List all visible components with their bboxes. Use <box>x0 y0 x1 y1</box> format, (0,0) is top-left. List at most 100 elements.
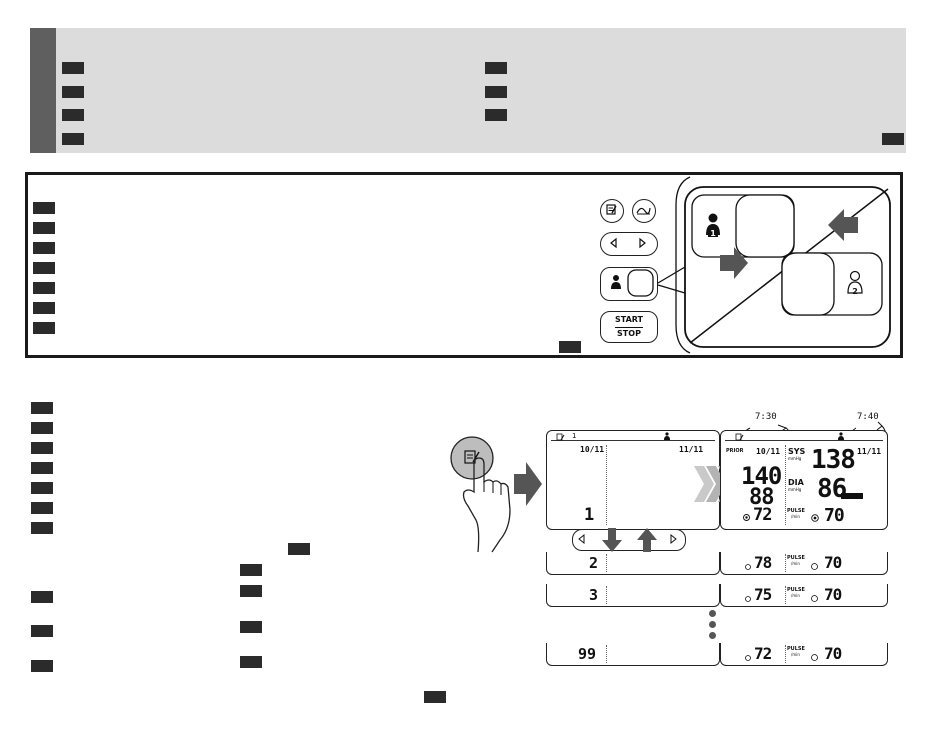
label-block <box>424 691 446 703</box>
sys-value: 138 <box>811 445 856 475</box>
pulse-label: PULSE <box>787 587 805 593</box>
continuation-dot <box>709 632 716 639</box>
left-right-button[interactable] <box>572 529 686 551</box>
label-block <box>33 322 55 334</box>
record-row-2: 2 <box>546 552 720 575</box>
pulse-label: PULSE <box>787 508 805 514</box>
right-arrow-icon <box>639 237 646 249</box>
record-row-3: 3 <box>546 584 720 607</box>
panel-side-bar <box>30 28 56 153</box>
graph-icon <box>636 207 651 215</box>
date-right: 11/11 <box>679 445 704 454</box>
left-arrow-icon <box>578 533 585 545</box>
label-block <box>240 564 262 576</box>
label-block <box>240 656 262 668</box>
label-block <box>62 133 84 145</box>
arrow-right-icon <box>720 247 748 279</box>
heart-icon <box>811 595 818 602</box>
user-1-icon <box>611 275 621 289</box>
label-block <box>31 422 53 434</box>
user-1-icon: 1 <box>706 213 720 238</box>
label-block <box>31 482 53 494</box>
record-detail-row-99: 72 PULSE /min 70 <box>720 643 888 666</box>
pulse-label: PULSE <box>787 646 805 652</box>
right-arrow-icon <box>670 533 677 545</box>
record-row-99: 99 <box>546 643 720 666</box>
record-number: 1 <box>584 505 595 525</box>
pulse-value: 70 <box>824 505 845 526</box>
heart-icon <box>743 514 750 521</box>
label-block <box>31 402 53 414</box>
label-block <box>33 282 55 294</box>
time-left: 7:30 <box>755 412 777 422</box>
memory-button[interactable] <box>600 199 624 223</box>
record-number: 99 <box>578 645 597 663</box>
svg-text:1: 1 <box>710 229 716 238</box>
label-block <box>485 62 507 74</box>
heart-icon <box>745 596 751 602</box>
label-block <box>288 543 310 555</box>
top-info-panel <box>30 28 906 153</box>
time-right: 7:40 <box>857 412 879 422</box>
prior-pulse-value: 72 <box>754 644 772 663</box>
memory-icon <box>556 433 565 441</box>
pulse-unit: /min <box>791 652 800 657</box>
pulse-unit: /min <box>791 514 800 519</box>
left-right-button[interactable] <box>600 232 658 256</box>
start-label: START <box>614 315 644 324</box>
continuation-dot <box>709 610 716 617</box>
label-block <box>882 133 904 145</box>
prior-dia-value: 88 <box>749 485 774 510</box>
label-block <box>31 591 53 603</box>
label-block <box>240 585 262 597</box>
dia-label: DIA <box>788 478 804 487</box>
date-right: 11/11 <box>857 447 882 456</box>
graph-button[interactable] <box>632 199 656 223</box>
user-select-switch[interactable] <box>600 267 658 301</box>
memory-icon <box>606 204 617 215</box>
arrow-up-icon <box>637 528 657 552</box>
label-block <box>485 86 507 98</box>
arrow-right-icon <box>514 462 542 506</box>
prior-label: PRIOR <box>726 448 744 454</box>
label-block <box>62 109 84 121</box>
left-arrow-icon <box>610 237 617 249</box>
record-detail-row-2: 78 PULSE /min 70 <box>720 552 888 575</box>
prior-pulse-value: 78 <box>754 553 772 572</box>
heart-icon <box>811 514 819 522</box>
label-block <box>33 242 55 254</box>
hand-press-icon <box>450 436 511 553</box>
label-block <box>62 86 84 98</box>
memory-icon <box>735 433 744 441</box>
svg-text:2: 2 <box>852 287 858 296</box>
label-block <box>559 341 581 353</box>
user-2-icon: 2 <box>847 270 863 296</box>
heart-icon <box>811 563 818 570</box>
date-left: 10/11 <box>580 445 605 454</box>
label-block <box>62 62 84 74</box>
label-block <box>31 442 53 454</box>
label-block <box>33 202 55 214</box>
memory-number: 1 <box>572 432 577 440</box>
pulse-unit: /min <box>791 561 800 566</box>
heart-icon <box>745 564 751 570</box>
user-1-icon <box>838 432 844 440</box>
label-block <box>31 462 53 474</box>
pulse-unit: /min <box>791 593 800 598</box>
label-block <box>33 302 55 314</box>
status-bar <box>841 493 863 499</box>
prior-sys-value: 140 <box>741 462 782 490</box>
label-block <box>31 660 53 672</box>
label-block <box>33 262 55 274</box>
pulse-value: 70 <box>824 553 842 572</box>
heart-icon <box>745 655 751 661</box>
label-block <box>31 502 53 514</box>
start-stop-button[interactable]: START STOP <box>600 311 658 343</box>
label-block <box>31 522 53 534</box>
label-block <box>485 109 507 121</box>
sys-unit: mmHg <box>788 456 802 461</box>
pulse-label: PULSE <box>787 555 805 561</box>
record-display: PRIOR 10/11 11/11 SYS mmHg 138 140 DIA m… <box>720 430 888 530</box>
record-number: 3 <box>589 586 599 604</box>
record-number: 2 <box>589 554 599 572</box>
